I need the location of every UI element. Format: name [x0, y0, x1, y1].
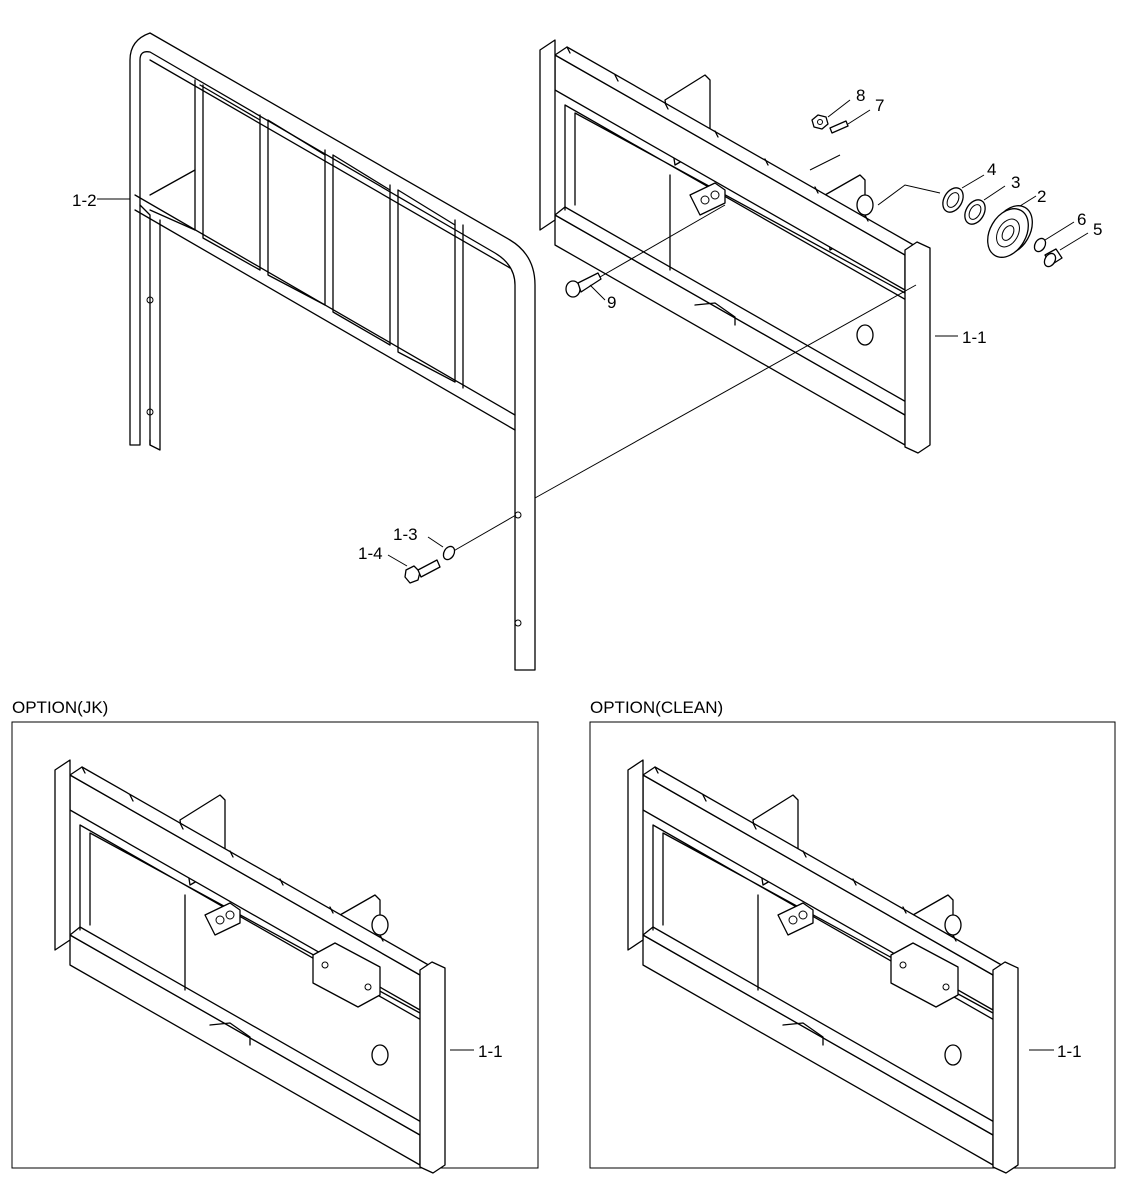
cap-screw-part — [565, 272, 602, 298]
leader-9 — [589, 284, 606, 301]
label-3: 3 — [1011, 173, 1020, 192]
pin-part — [1033, 237, 1047, 253]
washer-part — [442, 545, 456, 561]
leader-3 — [983, 185, 1006, 201]
nut-part — [811, 114, 829, 130]
assembly-line — [534, 284, 917, 499]
label-8: 8 — [856, 86, 865, 105]
label-2: 2 — [1037, 187, 1046, 206]
label-9: 9 — [607, 293, 616, 312]
main-carriage — [539, 39, 931, 454]
option-jk-frame — [11, 721, 539, 1169]
leader-7 — [847, 109, 871, 125]
screw-line — [809, 154, 841, 171]
cap-screw-line — [599, 204, 726, 278]
bolt-part — [404, 559, 441, 584]
label-1-3: 1-3 — [393, 525, 418, 544]
label-1-4: 1-4 — [358, 544, 383, 563]
spacer-part — [964, 199, 986, 225]
label-1-2: 1-2 — [72, 191, 97, 210]
option-jk-carriage — [54, 759, 446, 1174]
option-clean-frame — [589, 721, 1116, 1169]
option-clean-title: OPTION(CLEAN) — [590, 698, 723, 717]
option-clean-carriage — [627, 759, 1019, 1174]
load-backrest — [129, 32, 536, 671]
label-jk-1-1: 1-1 — [478, 1042, 503, 1061]
leader-5 — [1059, 232, 1089, 251]
leader-2 — [1019, 195, 1037, 207]
label-6: 6 — [1077, 210, 1086, 229]
leader-8 — [827, 99, 851, 118]
shim-part — [942, 187, 964, 213]
bearing-part — [987, 205, 1033, 258]
leader-4 — [961, 174, 985, 189]
label-4: 4 — [987, 160, 996, 179]
screw-part — [829, 120, 849, 134]
plug-part — [1043, 248, 1063, 268]
leader-1-4 — [387, 554, 408, 567]
label-5: 5 — [1093, 220, 1102, 239]
label-clean-1-1: 1-1 — [1057, 1042, 1082, 1061]
assembly-line-2 — [449, 514, 517, 554]
shaft-line — [877, 184, 941, 206]
option-jk-title: OPTION(JK) — [12, 698, 108, 717]
label-1-1: 1-1 — [962, 328, 987, 347]
leader-1-3 — [427, 536, 444, 548]
label-7: 7 — [875, 96, 884, 115]
leader-6 — [1044, 221, 1075, 241]
